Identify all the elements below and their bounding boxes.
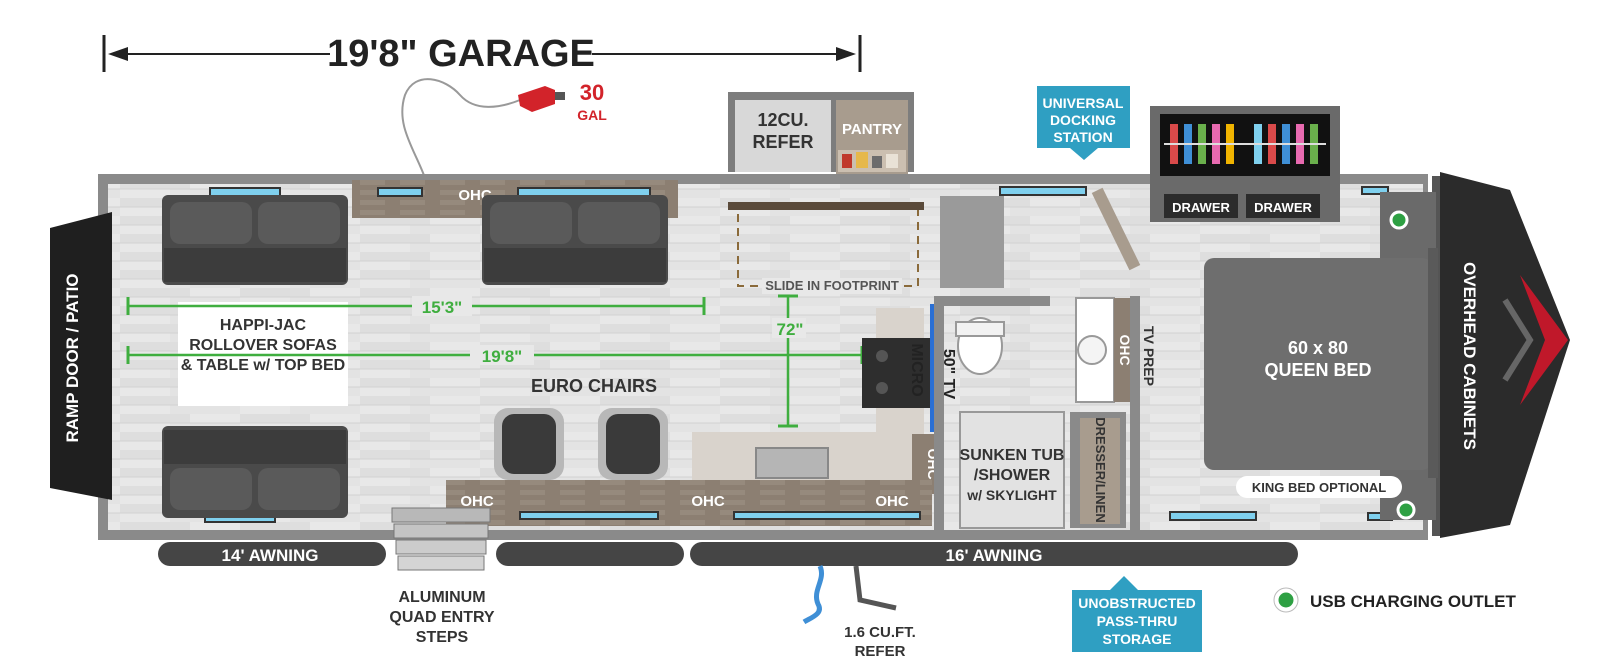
dresser-label: DRESSER/LINEN (1093, 417, 1108, 522)
overhead-cabinets-label: OVERHEAD CABINETS (1460, 262, 1479, 450)
sofa-label-line1: HAPPI-JAC (220, 317, 307, 334)
dimension-lines: 15'3" 19'8" 72" (126, 294, 864, 428)
ohc-label-bottom1: OHC (460, 493, 494, 510)
outdoor-refer-line1: 1.6 CU.FT. (844, 624, 916, 641)
refer-label-line1: 12CU. (757, 110, 808, 130)
euro-chairs-label: EURO CHAIRS (531, 376, 657, 396)
storage-label-line3: STORAGE (1103, 631, 1172, 647)
fuel-nozzle-icon (518, 86, 565, 112)
bottom-ohc: OHC OHC OHC (446, 480, 932, 526)
ohc-label-bottom2: OHC (691, 493, 725, 510)
awning-14-label: 14' AWNING (222, 546, 319, 565)
usb-outlet-icon (1396, 500, 1416, 520)
docking-station-callout: UNIVERSAL DOCKING STATION (1037, 86, 1130, 160)
steps-label-line1: ALUMINUM (398, 589, 485, 606)
tub-label-line2: /SHOWER (974, 467, 1051, 484)
docking-label-line1: UNIVERSAL (1043, 95, 1124, 111)
garage-dimension: 19'8" GARAGE (102, 33, 862, 75)
sofa-bottom-left (162, 426, 348, 518)
sink-icon (1077, 335, 1107, 365)
storage-callout: UNOBSTRUCTED PASS-THRU STORAGE (1072, 576, 1202, 652)
arrow-right-icon (836, 47, 856, 61)
king-optional-label: KING BED OPTIONAL (1252, 480, 1386, 495)
usb-legend-label: USB CHARGING OUTLET (1310, 592, 1517, 611)
refer-pantry-slide: 12CU. REFER PANTRY (728, 92, 914, 206)
dim-72-label: 72" (777, 320, 804, 339)
dim-19-label: 19'8" (482, 347, 522, 366)
wardrobe: DRAWER DRAWER (1150, 106, 1340, 222)
hanging-clothes-icon (1164, 124, 1326, 164)
drawer-label-2: DRAWER (1254, 200, 1312, 215)
nose-cap (1440, 172, 1570, 538)
tub (959, 411, 1065, 529)
fuel-amount: 30 (580, 80, 604, 105)
sofa-label-line3: & TABLE w/ TOP BED (181, 357, 345, 374)
nose-accent (1520, 275, 1568, 405)
tv-label: 50" TV (940, 349, 957, 400)
arrow-left-icon (108, 47, 128, 61)
tv-prep-label: TV PREP (1141, 326, 1157, 386)
sofa-top-right (482, 195, 668, 285)
pantry-label: PANTRY (842, 121, 902, 138)
outdoor-refer: 1.6 CU.FT. REFER (802, 565, 916, 660)
docking-label-line2: DOCKING (1050, 112, 1116, 128)
awning-16-label: 16' AWNING (946, 546, 1043, 565)
drawer-label-1: DRAWER (1172, 200, 1230, 215)
docking-label-line3: STATION (1053, 129, 1112, 145)
micro-label: MICRO (908, 343, 925, 396)
awning-16: 16' AWNING (690, 542, 1298, 566)
cooktop (862, 338, 932, 408)
fuel-station: 30 GAL (401, 78, 607, 179)
outdoor-refer-line2: REFER (855, 643, 906, 660)
sofa-top-left (162, 195, 348, 285)
awning-14: 14' AWNING (158, 542, 684, 566)
steps-label-line2: QUAD ENTRY (389, 609, 495, 626)
queen-bed: 60 x 80 QUEEN BED KING BED OPTIONAL (1204, 192, 1438, 520)
slide-footprint-label: SLIDE IN FOOTPRINT (765, 278, 899, 293)
usb-outlet-icon (1389, 210, 1409, 230)
storage-label-line2: PASS-THRU (1097, 613, 1178, 629)
tub-label-line1: SUNKEN TUB (960, 447, 1065, 464)
ohc-label-bottom3: OHC (875, 493, 909, 510)
ohc-label-bath: OHC (1117, 334, 1133, 365)
garage-dimension-label: 19'8" GARAGE (327, 33, 595, 75)
tub-label-line3: w/ SKYLIGHT (966, 487, 1057, 503)
steps-label-line3: STEPS (416, 629, 469, 646)
bed-label-line2: QUEEN BED (1264, 360, 1371, 380)
fuel-unit: GAL (577, 107, 607, 123)
ramp-door: RAMP DOOR / PATIO (50, 212, 112, 500)
storage-label-line1: UNOBSTRUCTED (1078, 595, 1195, 611)
sofa-label-line2: ROLLOVER SOFAS (189, 337, 337, 354)
ramp-door-label: RAMP DOOR / PATIO (63, 273, 82, 442)
bedroom-door (1091, 187, 1141, 271)
bathroom: SUNKEN TUB /SHOWER w/ SKYLIGHT OHC DRESS… (934, 196, 1157, 532)
usb-legend-icon (1275, 589, 1297, 611)
entry-steps: ALUMINUM QUAD ENTRY STEPS (389, 507, 495, 646)
euro-chairs: EURO CHAIRS (494, 376, 668, 480)
bed-label-line1: 60 x 80 (1288, 338, 1348, 358)
usb-legend: USB CHARGING OUTLET (1273, 587, 1517, 613)
refer-label-line2: REFER (752, 132, 813, 152)
dim-15-label: 15'3" (422, 298, 462, 317)
slide-footprint: SLIDE IN FOOTPRINT (728, 202, 924, 294)
